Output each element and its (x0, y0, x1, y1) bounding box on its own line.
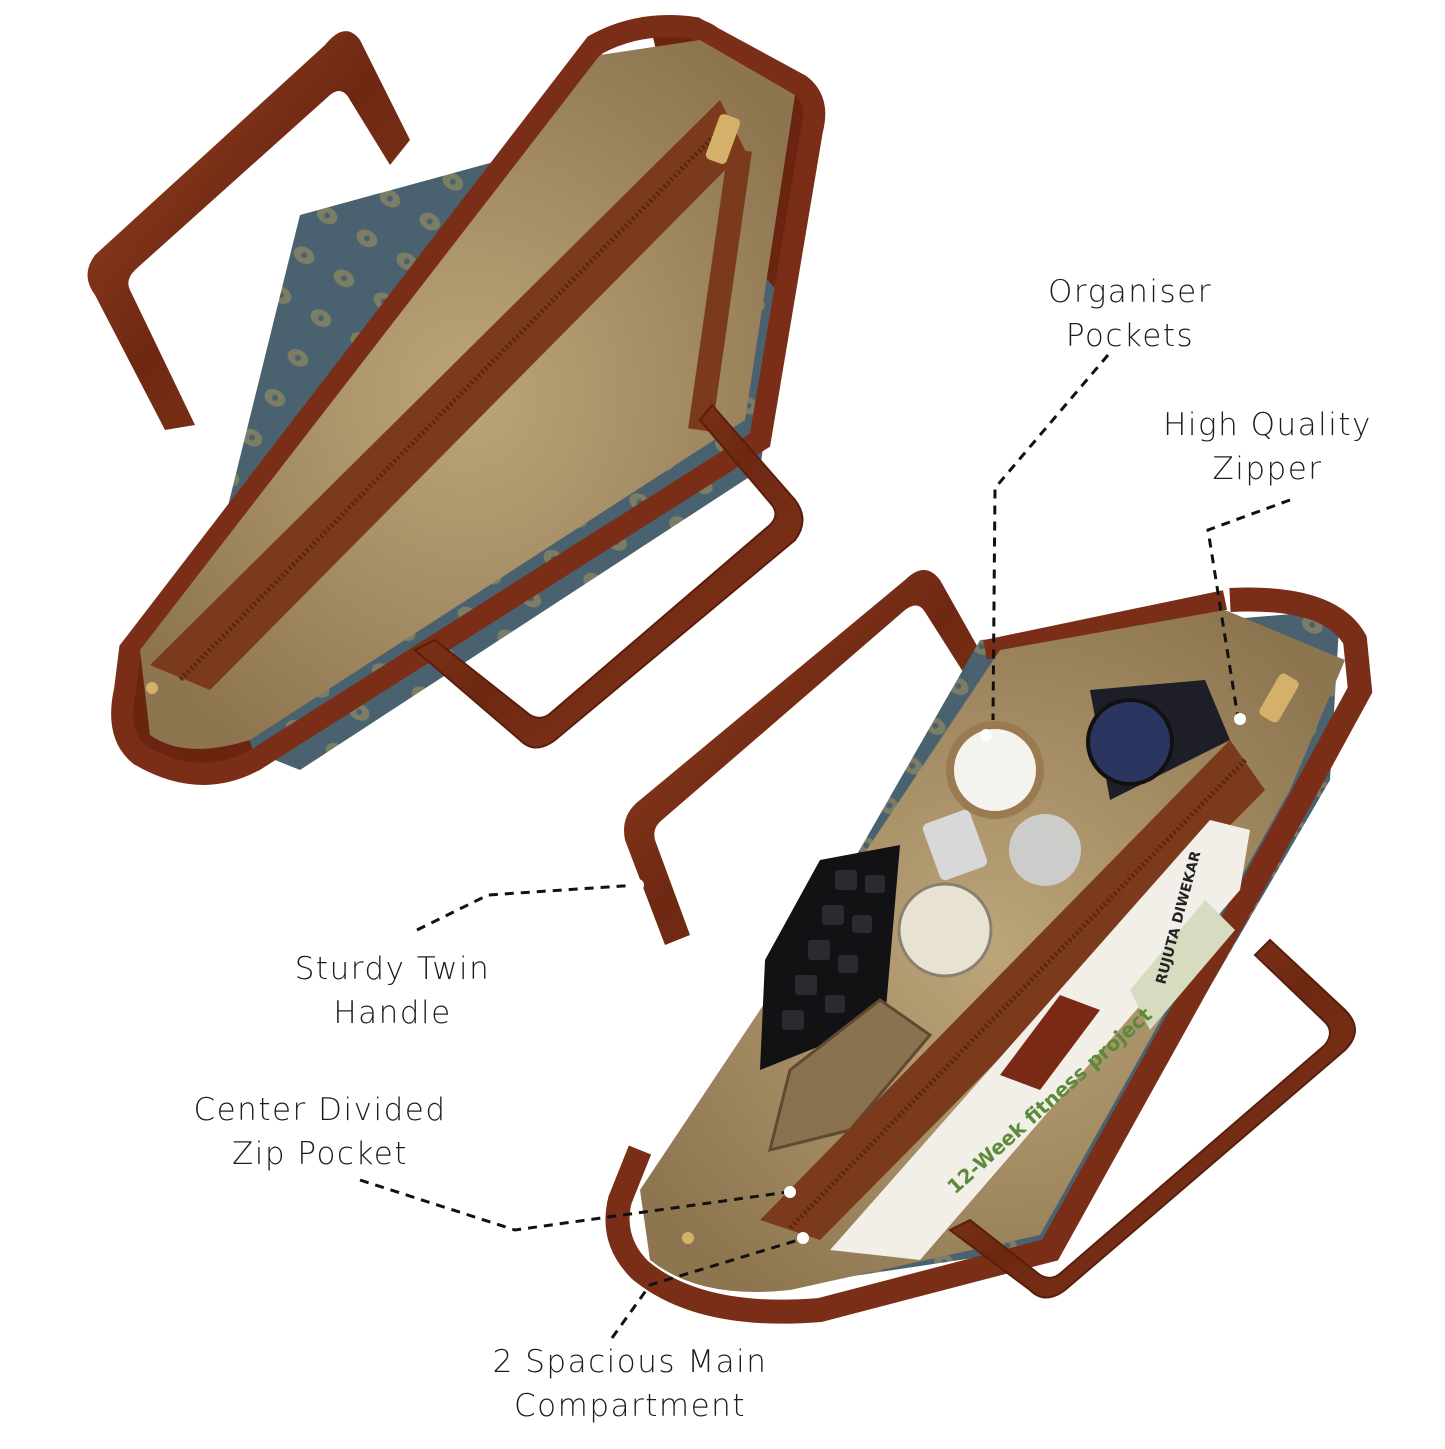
bottom-bag-zip-divider (760, 740, 1265, 1240)
top-bag-zipper-pull (705, 114, 741, 164)
callout-zip-pocket-line2: Zip Pocket (231, 1136, 409, 1172)
top-bag-back-handle (87, 31, 410, 430)
leader-endpoints (632, 713, 1246, 1244)
callout-zip-pocket-line1: Center Divided (193, 1092, 447, 1128)
callout-organiser-line1: Organiser (1048, 274, 1212, 310)
leader-lines (359, 354, 1291, 1339)
bottom-bag-back-handle (624, 570, 985, 945)
callout-handle-line1: Sturdy Twin (294, 951, 491, 987)
callout-high-quality-zipper: High Quality Zipper (1140, 403, 1395, 491)
callout-center-divided-zip-pocket: Center Divided Zip Pocket (170, 1088, 470, 1176)
callout-organiser-line2: Pockets (1065, 318, 1195, 354)
callout-zipper-line2: Zipper (1212, 451, 1323, 487)
leader-main-compartment (610, 1236, 806, 1339)
callout-main-line1: 2 Spacious Main (492, 1344, 768, 1380)
bottom-bag-zipper-pull (1259, 673, 1299, 723)
top-bag (87, 15, 826, 785)
callout-sturdy-twin-handle: Sturdy Twin Handle (270, 947, 515, 1035)
callout-organiser-pockets: Organiser Pockets (1020, 270, 1240, 358)
callout-spacious-main-compartment: 2 Spacious Main Compartment (470, 1340, 790, 1428)
top-bag-zip-divider (150, 100, 745, 690)
callout-handle-line2: Handle (333, 995, 452, 1031)
leader-zip-pocket (359, 1178, 789, 1232)
bottom-bag-front-handle (948, 938, 1356, 1299)
bottom-bag: 12-Week fitness project RUJUTA DIWEKAR (605, 570, 1373, 1324)
callout-main-line2: Compartment (514, 1388, 746, 1424)
leader-handle (416, 883, 639, 932)
top-bag-front-handle (413, 403, 804, 749)
leader-zipper (1206, 498, 1291, 719)
bottom-bag-wallet (767, 998, 933, 1153)
callout-zipper-line1: High Quality (1163, 407, 1372, 443)
